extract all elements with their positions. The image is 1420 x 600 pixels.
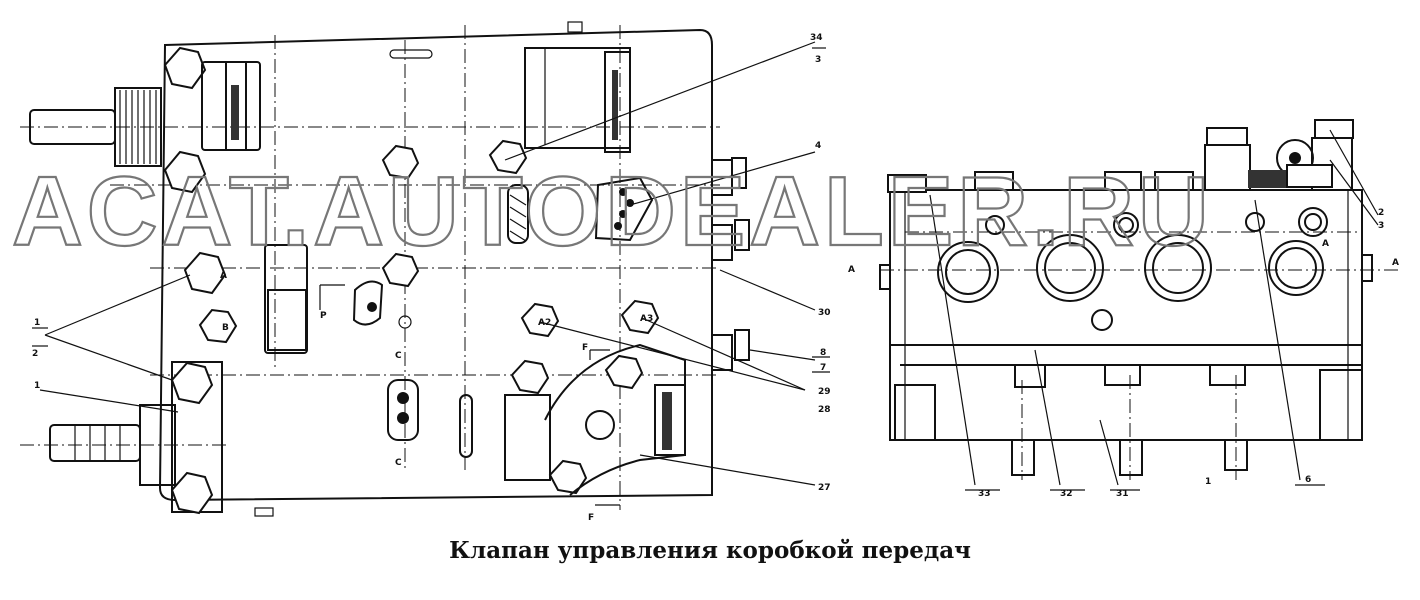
callout-1-top: 1 bbox=[34, 318, 40, 328]
callout-32: 32 bbox=[1060, 489, 1073, 499]
callout-4: 4 bbox=[815, 141, 821, 151]
callout-8: 8 bbox=[820, 348, 826, 358]
callout-2-right: 2 bbox=[1378, 208, 1384, 218]
section-letter-f-top: F bbox=[582, 343, 588, 353]
left-view: 34 3 4 30 8 7 29 28 27 1 2 1 A B P C C F… bbox=[20, 21, 831, 523]
section-letter-p: P bbox=[320, 311, 327, 321]
callout-6: 6 bbox=[1305, 475, 1311, 485]
callout-31: 31 bbox=[1116, 489, 1129, 499]
callout-28: 28 bbox=[818, 405, 831, 415]
callout-3: 3 bbox=[815, 55, 821, 65]
callout-3-right: 3 bbox=[1378, 221, 1384, 231]
callout-33: 33 bbox=[978, 489, 991, 499]
section-letter-a-right: A bbox=[1392, 258, 1399, 268]
callout-29: 29 bbox=[818, 387, 831, 397]
callout-34: 34 bbox=[810, 33, 823, 43]
section-letter-b: B bbox=[222, 323, 229, 333]
diagram-caption: Клапан управления коробкой передач bbox=[449, 537, 971, 564]
right-view: 33 32 31 1 6 2 3 A A A bbox=[848, 119, 1400, 499]
watermark-text: ACAT.AUTODEALER.RU bbox=[12, 156, 1213, 266]
callout-1-right: 1 bbox=[1205, 477, 1211, 487]
section-letter-c-top: C bbox=[395, 351, 402, 361]
callout-30: 30 bbox=[818, 308, 831, 318]
callout-27: 27 bbox=[818, 483, 831, 493]
section-letter-a3: A3 bbox=[640, 314, 653, 324]
section-letter-f-bottom: F bbox=[588, 513, 594, 523]
callout-1-bottom: 1 bbox=[34, 381, 40, 391]
section-letter-c-bottom: C bbox=[395, 458, 402, 468]
callout-2: 2 bbox=[32, 349, 38, 359]
section-letter-a: A bbox=[220, 271, 227, 281]
section-letter-a-left: A bbox=[848, 265, 855, 275]
section-letter-a2: A2 bbox=[538, 318, 551, 328]
section-letter-a-bore: A bbox=[1322, 239, 1329, 249]
callout-7: 7 bbox=[820, 363, 826, 373]
